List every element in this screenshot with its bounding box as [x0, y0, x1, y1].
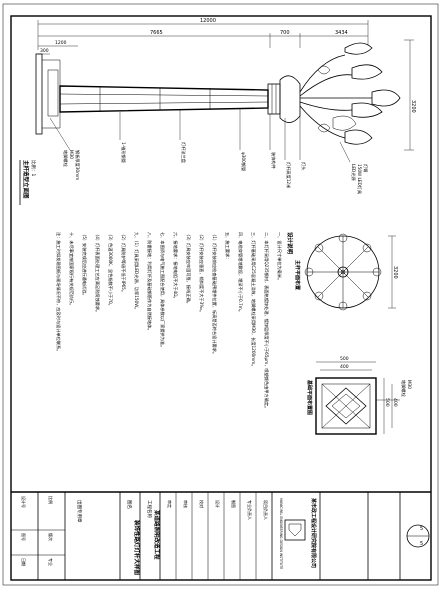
notes-line: 六、接地要求：接地电阻不大于4Ω。 [172, 232, 179, 301]
tb-stamp-label: 出图专用章 [76, 500, 83, 523]
base-bolt-size: M30 [407, 380, 412, 389]
callout-pole-height: 灯杆高度12米 [285, 162, 292, 189]
tb-design-no: 设计号 [21, 496, 27, 508]
dim-mid-seg: 700 [280, 30, 290, 36]
callout-led-lamp: 150W LED灯具 [356, 164, 363, 195]
callout-tube-300: φ300钢管 [240, 152, 247, 171]
tb-date: 日期 [21, 558, 27, 566]
notes-line: （3）灯具安装应牢固可靠，接线正确。 [185, 232, 192, 306]
callout-lamp-head: 灯头 [300, 162, 307, 170]
tb-drawing-label: 图名 [126, 500, 133, 509]
dim-right-seg: 3434 [335, 30, 348, 36]
elevation-title: 主杆造型立面图 [22, 160, 30, 199]
lamp-heads [332, 42, 401, 145]
company-logo [284, 519, 306, 541]
base-bolt-label: 地脚螺栓 [400, 380, 407, 398]
callout-led-source: LED光源 [350, 164, 357, 181]
tb-row-0: 审定 [167, 500, 173, 508]
base-square [315, 377, 377, 435]
pole-shaft [59, 85, 269, 113]
notes-heading: 设计说明 [286, 232, 294, 255]
notes-line: （2）灯杆安装应垂直，倾斜度不大于3‰。 [198, 232, 205, 314]
base-title: 基础平面布置图 [306, 379, 313, 415]
dim-sub-left-a: 1200 [55, 40, 67, 46]
sheet-total: 5 [420, 541, 423, 547]
dim-height-right: 3200 [410, 100, 416, 113]
notes-line: 注：施工时如发现图纸与现场情况不符，应及时与设计单位联系。 [55, 232, 62, 353]
elevation-view: 12000 7665 700 3434 1200 300 [19, 18, 416, 205]
tb-project-name: 某道路照明改造工程 [153, 510, 161, 560]
callout-flange: 灯杆法兰盘 [180, 142, 187, 163]
plan-width-dim: 3200 [392, 266, 398, 279]
plan-view: 3200 主杆平面布置 [294, 233, 398, 311]
base-plate [35, 53, 43, 135]
tb-scale: 比例 [48, 496, 54, 504]
notes-line: （1）灯杆安装前应检查基础预埋件位置、标高是否符合设计要求。 [211, 232, 218, 356]
base-detail: 500 400 500 400 地脚螺栓 M30 基础平面布置图 [306, 356, 412, 435]
notes-line: 九、（1）灯具采用LED光源，功率150W。 [133, 232, 140, 312]
tb-row-4: 制图 [231, 500, 237, 508]
notes-line: （2）灯具防护等级不低于IP65。 [120, 232, 127, 294]
notes-line: 八、防雷接地：利用灯杆及基础钢筋作为自然接地体。 [146, 232, 153, 333]
notes-line: 七、本图须与电气施工图配合使用，具体参数以厂家提供为准。 [159, 232, 166, 349]
callout-decor: 装饰构件 [270, 152, 277, 169]
notes-line: （4）灯杆表面处理工艺应满足耐腐蚀要求。 [94, 232, 101, 314]
notes-line: （3）色温3000K，显色指数不小于70。 [107, 232, 114, 308]
base-outer-dim: 500 [340, 356, 349, 362]
title-block: 设计号 图号 日期 比例 版次 专业 出图专用章 图名 装饰性路灯灯杆大样图 工… [11, 491, 431, 580]
elevation-subtitle: 比例：1 [30, 160, 37, 176]
sheet-no: 5 [420, 526, 423, 532]
design-notes: 设计说明 一、设计尺寸单位为毫米。二、本灯杆采用Q235钢材，表面热镀锌处理，镀… [55, 232, 294, 410]
notes-line: 三、灯杆基础采用C25混凝土浇筑，地脚螺栓采用M30，长度1200mm。 [250, 232, 257, 369]
callout-m30: M30 [69, 150, 74, 159]
notes-line: 五、施工要求： [224, 232, 231, 261]
notes-line: 一、设计尺寸单位为毫米。 [276, 232, 283, 282]
lamp-arms [299, 54, 372, 139]
outer-border [2, 3, 439, 586]
notes-line: （5）安装完成后应进行通电试验。 [81, 232, 88, 297]
tb-row-1: 审核 [183, 500, 189, 508]
callout-anchor-bolt: 地脚螺栓 [62, 150, 69, 168]
tb-row-6: 项目负责人 [263, 500, 269, 520]
tb-project-label: 工程名称 [146, 500, 153, 518]
tb-version: 版次 [48, 533, 54, 541]
dim-overall: 12000 [200, 18, 216, 24]
dim-sub-left-b: 300 [40, 48, 49, 54]
decor-collar [267, 83, 281, 115]
tb-discipline: 专业 [48, 558, 54, 566]
inner-frame [10, 15, 432, 581]
notes-line: 十、未尽事宜按国家现行有关规范执行。 [68, 232, 75, 307]
base-inner-dim: 400 [340, 364, 349, 370]
notes-line: 二、本灯杆采用Q235钢材，表面热镀锌处理，镀锌层厚度不小于65μm，喷塑颜色由… [263, 232, 270, 410]
tb-company-en: MUNICIPAL ENGINEERING DESIGN INSTITUTE [279, 498, 283, 569]
notes-line: 四、电缆穿管埋地敷设，埋深不小于0.7m。 [237, 232, 244, 314]
callout-plate-thickness: 钢板厚度30mm [74, 150, 81, 180]
callout-taper-tube: 1-锥形钢管 [120, 142, 127, 163]
tb-drawing-name: 装饰性路灯灯杆大样图 [133, 520, 141, 576]
tb-row-2: 校对 [199, 500, 205, 508]
base-side-a: 500 [384, 398, 390, 407]
base-side-b: 400 [392, 398, 398, 407]
tb-row-3: 设计 [215, 500, 221, 508]
plan-title: 主杆平面布置 [294, 260, 301, 290]
callout-arm: 灯臂 [362, 164, 369, 172]
dim-left-seg: 7665 [150, 30, 163, 36]
tb-row-5: 专业负责人 [247, 500, 253, 520]
tb-company-name: 某市政工程设计研究院有限公司 [310, 497, 317, 568]
tb-drawing-no: 图号 [21, 533, 27, 541]
